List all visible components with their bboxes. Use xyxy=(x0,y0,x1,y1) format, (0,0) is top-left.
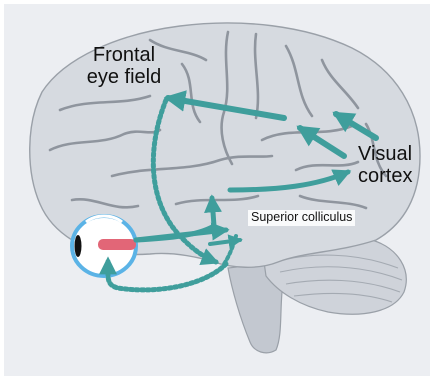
frontal-eye-field-label-line-2: eye field xyxy=(70,67,178,89)
frontal-eye-field-label: Frontal eye field xyxy=(70,45,178,88)
eye-icon xyxy=(72,216,136,276)
superior-colliculus-label: Superior colliculus xyxy=(248,210,355,226)
eye-branch-up-arrow xyxy=(212,198,214,226)
visual-cortex-label-line-1: Visual xyxy=(358,144,412,166)
visual-cortex-label: Visual cortex xyxy=(358,144,412,187)
frontal-eye-field-label-line-1: Frontal xyxy=(70,45,178,67)
visual-cortex-label-line-2: cortex xyxy=(358,166,412,188)
